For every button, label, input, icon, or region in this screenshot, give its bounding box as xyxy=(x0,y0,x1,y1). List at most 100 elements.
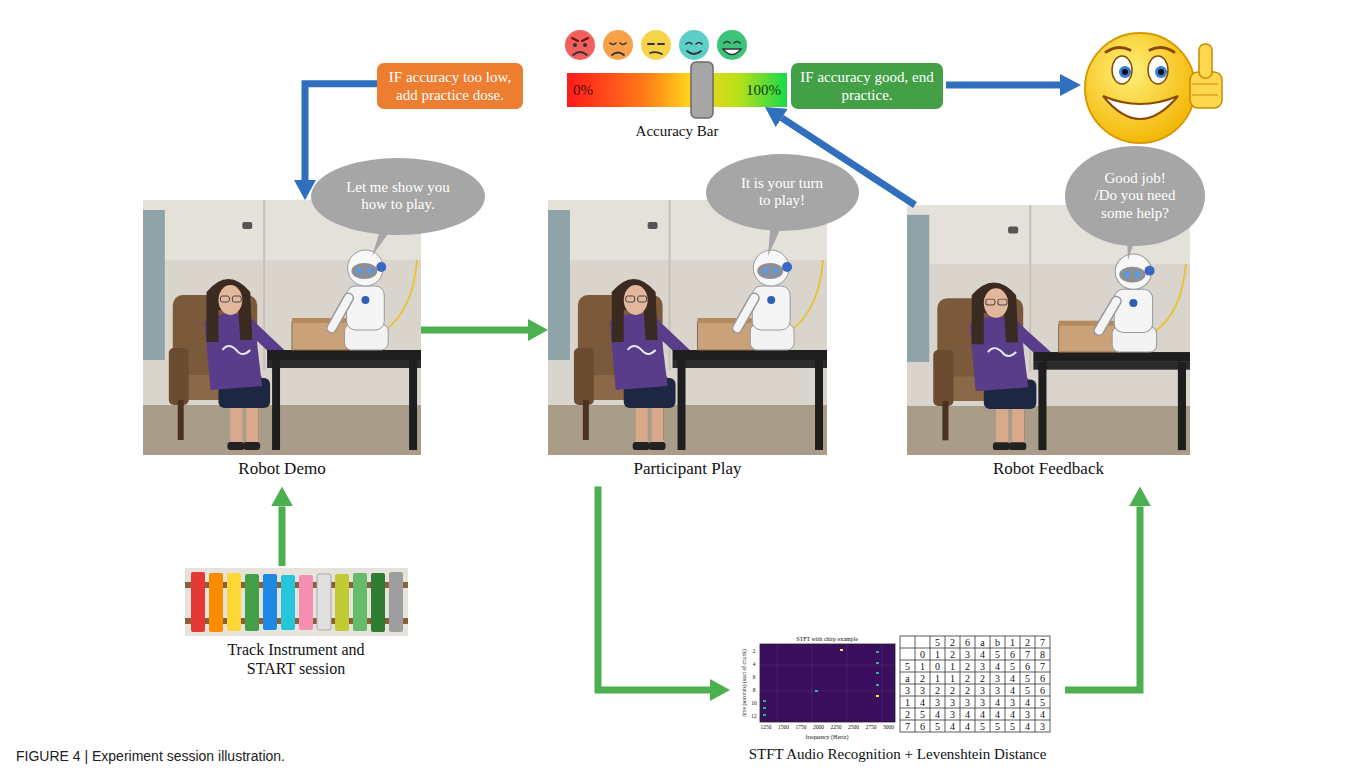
spectrogram xyxy=(812,644,813,722)
table-cell: 1 xyxy=(935,674,940,684)
distance-matrix xyxy=(900,636,1050,732)
table-cell: 4 xyxy=(950,722,955,732)
axis-label: 2750 xyxy=(866,725,877,731)
table-cell: 1 xyxy=(950,674,955,684)
spectrogram xyxy=(840,649,843,651)
xylophone-photo xyxy=(263,574,277,630)
photo-panel: Robot DemoLet me show you how to play. xyxy=(143,200,421,486)
table-cell: 5 xyxy=(920,710,925,720)
emoji-scale xyxy=(650,52,662,54)
table-cell: 4 xyxy=(995,662,1000,672)
photo-panel: Robot FeedbackGood job! /Do you need som… xyxy=(907,205,1190,486)
distance-matrix xyxy=(945,636,946,732)
table-cell: 3 xyxy=(980,686,985,696)
axis-label: time (seconds) (start of chunk) xyxy=(742,649,748,717)
table-cell: 1 xyxy=(935,650,940,660)
smiley-icon xyxy=(1103,96,1178,119)
table-cell: 2 xyxy=(920,674,925,684)
table-cell: 5 xyxy=(935,722,940,732)
emoji-scale xyxy=(583,43,587,47)
table-cell: 5 xyxy=(980,722,985,732)
table-cell: 6 xyxy=(920,722,925,732)
table-cell: 4 xyxy=(965,710,970,720)
spectrogram xyxy=(876,672,879,674)
table-cell: 2 xyxy=(965,686,970,696)
node-text: Let me show you how to play. xyxy=(342,179,454,214)
xylophone-photo xyxy=(245,574,259,631)
table-cell: 7 xyxy=(1025,650,1030,660)
table-cell: 3 xyxy=(995,686,1000,696)
table-cell: 4 xyxy=(1010,686,1015,696)
axis-label: 8 xyxy=(753,688,756,694)
spectrogram xyxy=(760,665,895,666)
photo-panel: Participant PlayIt is your turn to play! xyxy=(548,200,827,486)
table-cell: 4 xyxy=(980,710,985,720)
xylophone-photo xyxy=(209,573,223,632)
node-text: Track Instrument and START session xyxy=(226,640,366,678)
axis-label: 4 xyxy=(753,662,756,668)
emoji-scale xyxy=(679,30,709,60)
table-cell: 6 xyxy=(1025,662,1030,672)
flow-arrow xyxy=(421,327,528,334)
spectrogram xyxy=(760,691,895,692)
xylophone-photo xyxy=(353,573,367,631)
table-cell: 7 xyxy=(905,722,910,732)
distance-matrix xyxy=(960,636,961,732)
table-cell: 3 xyxy=(1010,698,1015,708)
table-cell: 5 xyxy=(995,722,1000,732)
accuracy-bar xyxy=(691,62,713,118)
spectrogram xyxy=(760,644,895,722)
node-text: 0% xyxy=(573,82,593,99)
table-cell: 1 xyxy=(905,698,910,708)
speech-bubble: Let me show you how to play. xyxy=(311,158,485,235)
node-text: IF accuracy good, end practice. xyxy=(797,68,937,104)
node-text: Participant Play xyxy=(548,459,827,479)
table-cell: 4 xyxy=(995,698,1000,708)
smiley-icon xyxy=(1158,69,1164,75)
table-cell: 1 xyxy=(1010,638,1015,648)
table-cell: 5 xyxy=(905,662,910,672)
smiley-icon xyxy=(1106,47,1174,52)
spectrogram xyxy=(876,662,879,664)
smiley-icon xyxy=(1148,56,1168,84)
xylophone-photo xyxy=(299,575,313,630)
axis-label: 6 xyxy=(753,675,756,681)
table-cell: 5 xyxy=(935,638,940,648)
photo xyxy=(143,200,421,455)
smiley-icon xyxy=(1192,84,1218,95)
table-cell: 4 xyxy=(965,722,970,732)
table-cell: 5 xyxy=(1040,698,1045,708)
table-cell: 3 xyxy=(950,710,955,720)
axis-label: STFT with chirp example xyxy=(796,636,858,642)
smiley-icon xyxy=(1155,66,1167,78)
distance-matrix xyxy=(930,636,931,732)
table-cell: 3 xyxy=(980,662,985,672)
table-cell: 5 xyxy=(1010,662,1015,672)
spectrogram xyxy=(847,644,848,722)
axis-label: 1250 xyxy=(761,725,772,731)
emoji-scale xyxy=(573,43,577,47)
xylophone-photo xyxy=(317,574,331,630)
table-cell: 5 xyxy=(995,650,1000,660)
node-text: Good job! /Do you need some help? xyxy=(1092,170,1178,222)
table-cell: 2 xyxy=(965,674,970,684)
accuracy-bar xyxy=(567,62,787,118)
table-cell: 6 xyxy=(965,638,970,648)
emoji-scale xyxy=(573,52,587,55)
xylophone-photo xyxy=(389,572,403,632)
distance-matrix xyxy=(1005,636,1006,732)
table-cell: 4 xyxy=(1040,710,1045,720)
done-arrow xyxy=(946,82,1060,89)
table-cell: 4 xyxy=(995,710,1000,720)
axis-label: 1500 xyxy=(778,725,789,731)
photo xyxy=(548,200,827,455)
node-text: STFT Audio Recognition + Levenshtein Dis… xyxy=(730,745,1065,763)
table-cell: a xyxy=(905,674,909,684)
table-cell: 3 xyxy=(965,698,970,708)
table-cell: 2 xyxy=(950,686,955,696)
table-cell: 4 xyxy=(920,698,925,708)
accuracy-bar xyxy=(567,73,787,107)
spectrogram xyxy=(763,707,766,709)
table-cell: 1 xyxy=(920,662,925,672)
